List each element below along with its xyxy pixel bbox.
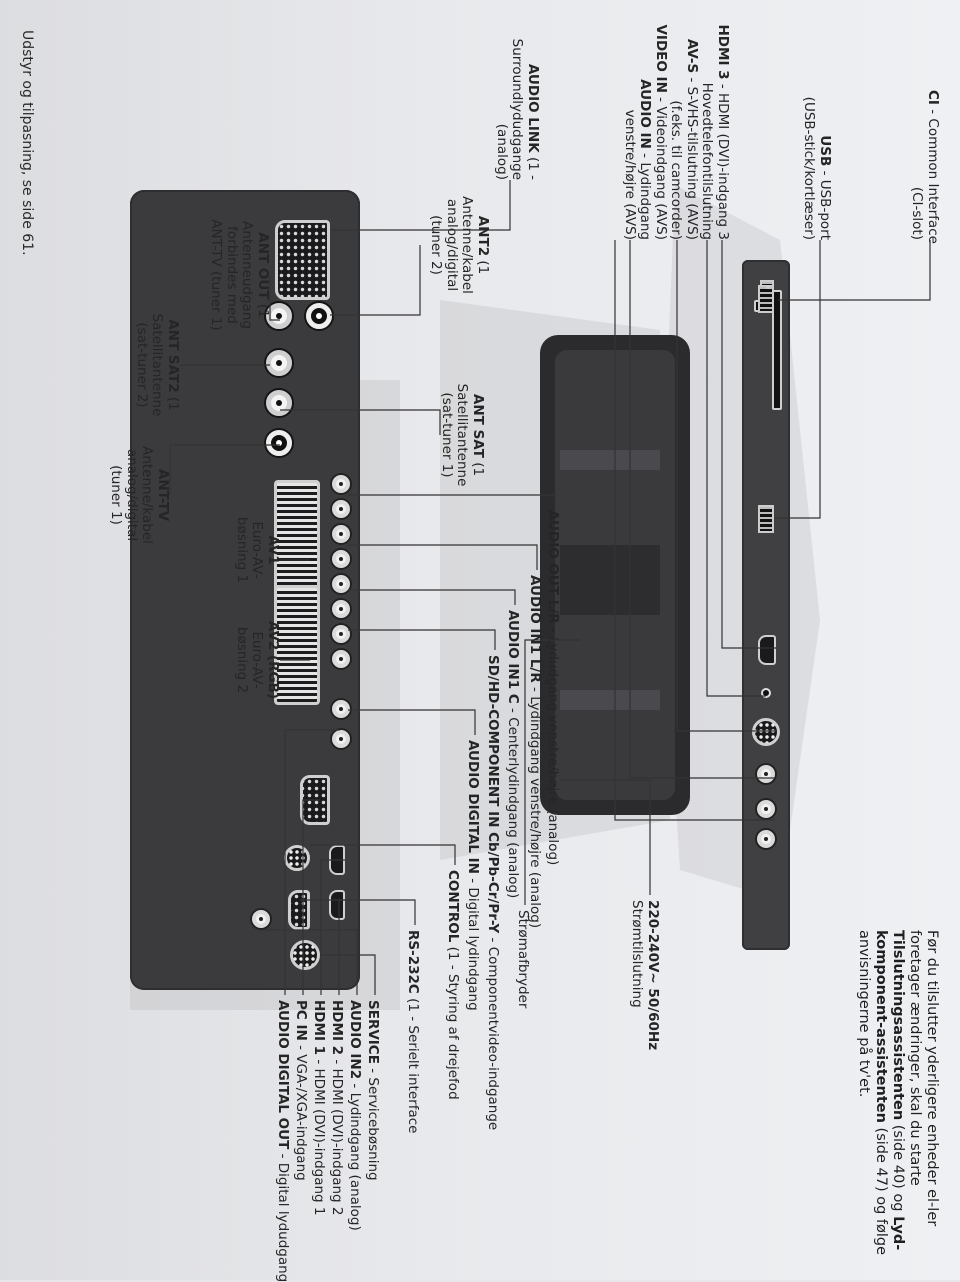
footer-reference: Udstyr og tilpasning, se side 61. xyxy=(19,30,35,256)
tv-stand xyxy=(560,545,660,615)
